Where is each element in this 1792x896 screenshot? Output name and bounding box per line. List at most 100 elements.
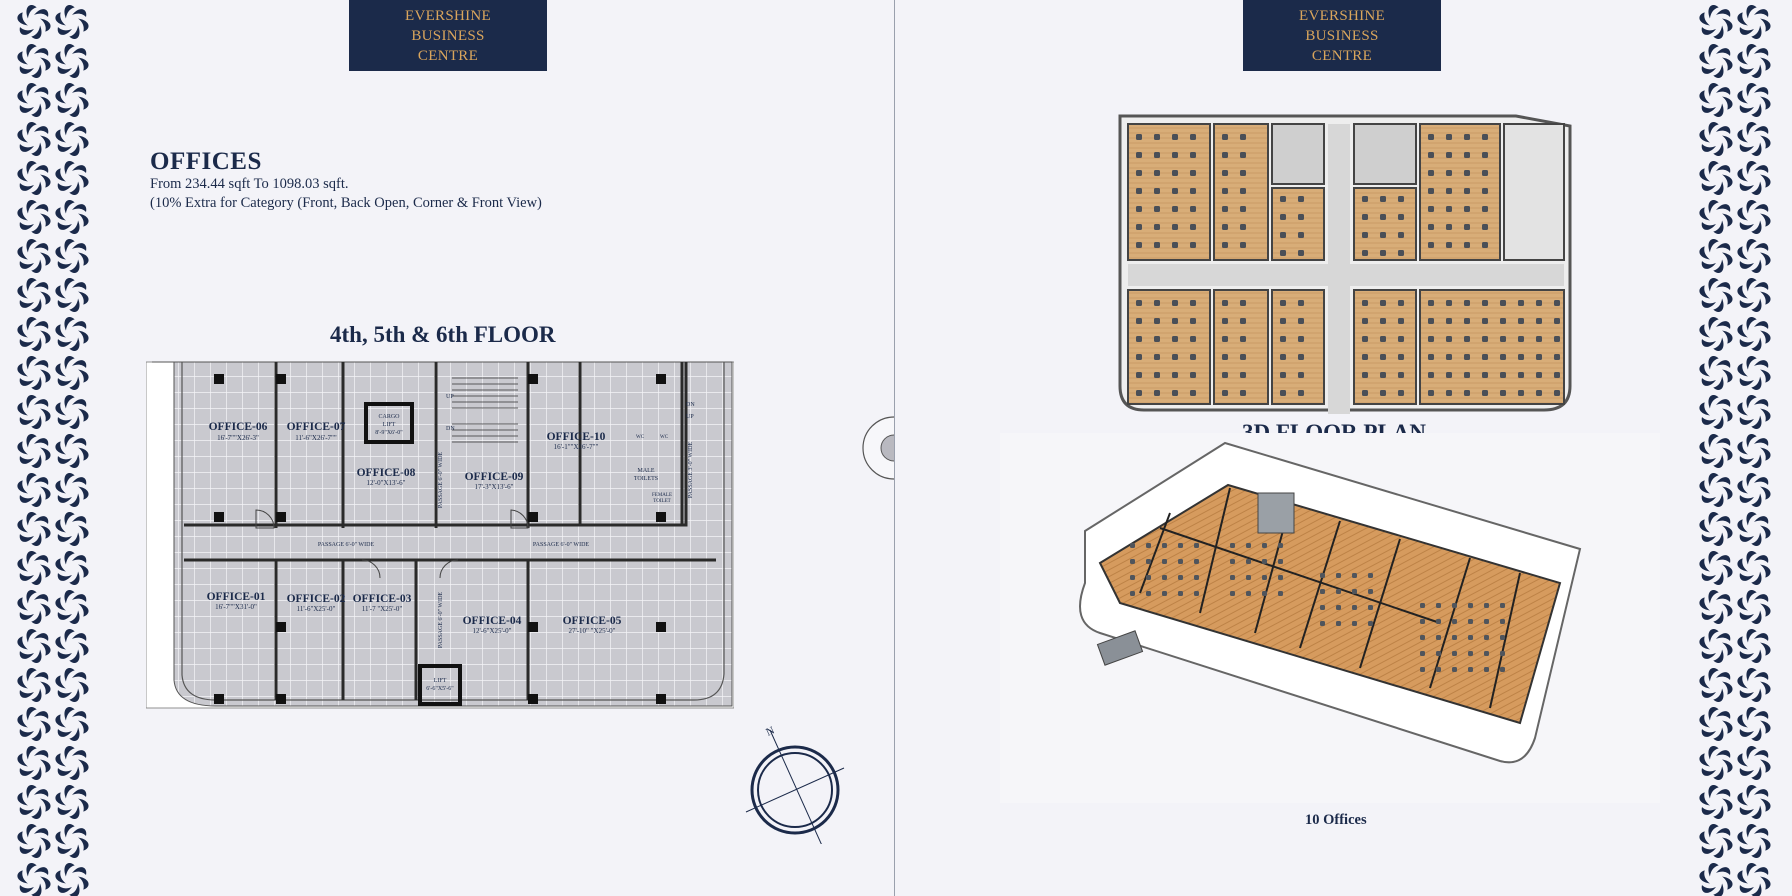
- desk-chair-icon: [1136, 300, 1142, 306]
- dim-office-08: 12'-0"X13'-6": [367, 479, 406, 487]
- desk-chair-icon: [1298, 300, 1304, 306]
- desk-chair-icon: [1222, 206, 1228, 212]
- desk-chair-icon: [1154, 354, 1160, 360]
- desk-chair-icon: [1222, 242, 1228, 248]
- desk-chair-icon: [1428, 354, 1434, 360]
- desk-chair-icon: [1446, 318, 1452, 324]
- desk-chair-icon: [1500, 354, 1506, 360]
- desk-chair-icon: [1280, 214, 1286, 220]
- wc-label-1: WC: [636, 435, 645, 440]
- desk-chair-icon: [1278, 559, 1283, 564]
- desk-chair-icon: [1464, 224, 1470, 230]
- cargo-lift-dim: 8'-9"X6'-0": [375, 430, 403, 436]
- dim-office-10: 16'-1""X26'-7"": [554, 443, 599, 451]
- desk-chair-icon: [1298, 196, 1304, 202]
- desk-chair-icon: [1190, 300, 1196, 306]
- desk-chair-icon: [1518, 318, 1524, 324]
- desk-chair-icon: [1262, 591, 1267, 596]
- desk-chair-icon: [1336, 589, 1341, 594]
- cargo-lift-label2: LIFT: [383, 422, 396, 428]
- desk-chair-icon: [1178, 591, 1183, 596]
- desk-chair-icon: [1222, 152, 1228, 158]
- desk-chair-icon: [1280, 196, 1286, 202]
- desk-chair-icon: [1190, 134, 1196, 140]
- passage-label-2: PASSAGE 6'-0" WIDE: [533, 542, 590, 548]
- desk-chair-icon: [1380, 196, 1386, 202]
- desk-chair-icon: [1500, 651, 1505, 656]
- desk-chair-icon: [1172, 224, 1178, 230]
- desk-chair-icon: [1172, 300, 1178, 306]
- desk-chair-icon: [1136, 224, 1142, 230]
- desk-chair-icon: [1482, 318, 1488, 324]
- desk-chair-icon: [1280, 300, 1286, 306]
- desk-chair-icon: [1280, 318, 1286, 324]
- desk-chair-icon: [1362, 300, 1368, 306]
- desk-chair-icon: [1420, 667, 1425, 672]
- desk-chair-icon: [1482, 336, 1488, 342]
- desk-chair-icon: [1500, 318, 1506, 324]
- desk-chair-icon: [1320, 605, 1325, 610]
- desk-chair-icon: [1136, 188, 1142, 194]
- desk-chair-icon: [1484, 603, 1489, 608]
- desk-chair-icon: [1554, 390, 1560, 396]
- desk-chair-icon: [1194, 559, 1199, 564]
- dim-office-04: 12'-6"X25'-0": [473, 627, 512, 635]
- desk-chair-icon: [1298, 318, 1304, 324]
- desk-chair-icon: [1482, 152, 1488, 158]
- desk-chair-icon: [1436, 651, 1441, 656]
- desk-chair-icon: [1500, 300, 1506, 306]
- desk-chair-icon: [1194, 591, 1199, 596]
- desk-chair-icon: [1222, 318, 1228, 324]
- desk-chair-icon: [1262, 543, 1267, 548]
- desk-chair-icon: [1398, 250, 1404, 256]
- desk-chair-icon: [1446, 390, 1452, 396]
- female-toilet-label: FEMALE: [652, 493, 672, 498]
- desk-chair-icon: [1482, 188, 1488, 194]
- desk-chair-icon: [1146, 559, 1151, 564]
- desk-chair-icon: [1136, 354, 1142, 360]
- desk-chair-icon: [1146, 543, 1151, 548]
- desk-chair-icon: [1380, 372, 1386, 378]
- desk-chair-icon: [1482, 372, 1488, 378]
- desk-chair-icon: [1230, 575, 1235, 580]
- desk-chair-icon: [1468, 667, 1473, 672]
- desk-chair-icon: [1240, 336, 1246, 342]
- dim-office-05: 27'-10" "X25'-0": [568, 627, 615, 635]
- desk-chair-icon: [1482, 242, 1488, 248]
- desk-chair-icon: [1464, 318, 1470, 324]
- desk-chair-icon: [1240, 224, 1246, 230]
- wc-label-2: WC: [660, 435, 669, 440]
- desk-chair-icon: [1130, 559, 1135, 564]
- desk-chair-icon: [1464, 390, 1470, 396]
- desk-chair-icon: [1554, 336, 1560, 342]
- desk-chair-icon: [1464, 152, 1470, 158]
- desk-chair-icon: [1428, 242, 1434, 248]
- passage-label-3: PASSAGE 6'-0" WIDE: [438, 452, 444, 509]
- female-toilet-label2: TOILET: [653, 499, 670, 504]
- floor-title: 4th, 5th & 6th FLOOR: [330, 322, 556, 347]
- desk-chair-icon: [1172, 170, 1178, 176]
- desk-chair-icon: [1172, 188, 1178, 194]
- desk-chair-icon: [1482, 170, 1488, 176]
- desk-chair-icon: [1240, 170, 1246, 176]
- desk-chair-icon: [1464, 354, 1470, 360]
- desk-chair-icon: [1380, 300, 1386, 306]
- desk-chair-icon: [1484, 651, 1489, 656]
- desk-chair-icon: [1536, 354, 1542, 360]
- desk-chair-icon: [1240, 372, 1246, 378]
- room-office-08: OFFICE-08: [357, 467, 416, 479]
- isometric-3d-floor-plan: [1000, 433, 1660, 803]
- desk-chair-icon: [1446, 242, 1452, 248]
- desk-chair-icon: [1298, 390, 1304, 396]
- desk-chair-icon: [1298, 354, 1304, 360]
- desk-chair-icon: [1190, 318, 1196, 324]
- desk-chair-icon: [1446, 170, 1452, 176]
- desk-chair-icon: [1468, 603, 1473, 608]
- desk-chair-icon: [1446, 188, 1452, 194]
- compass-north-label: N: [764, 724, 776, 738]
- desk-chair-icon: [1222, 188, 1228, 194]
- desk-chair-icon: [1446, 372, 1452, 378]
- desk-chair-icon: [1436, 603, 1441, 608]
- desk-chair-icon: [1536, 390, 1542, 396]
- offices-title: OFFICES: [150, 148, 262, 175]
